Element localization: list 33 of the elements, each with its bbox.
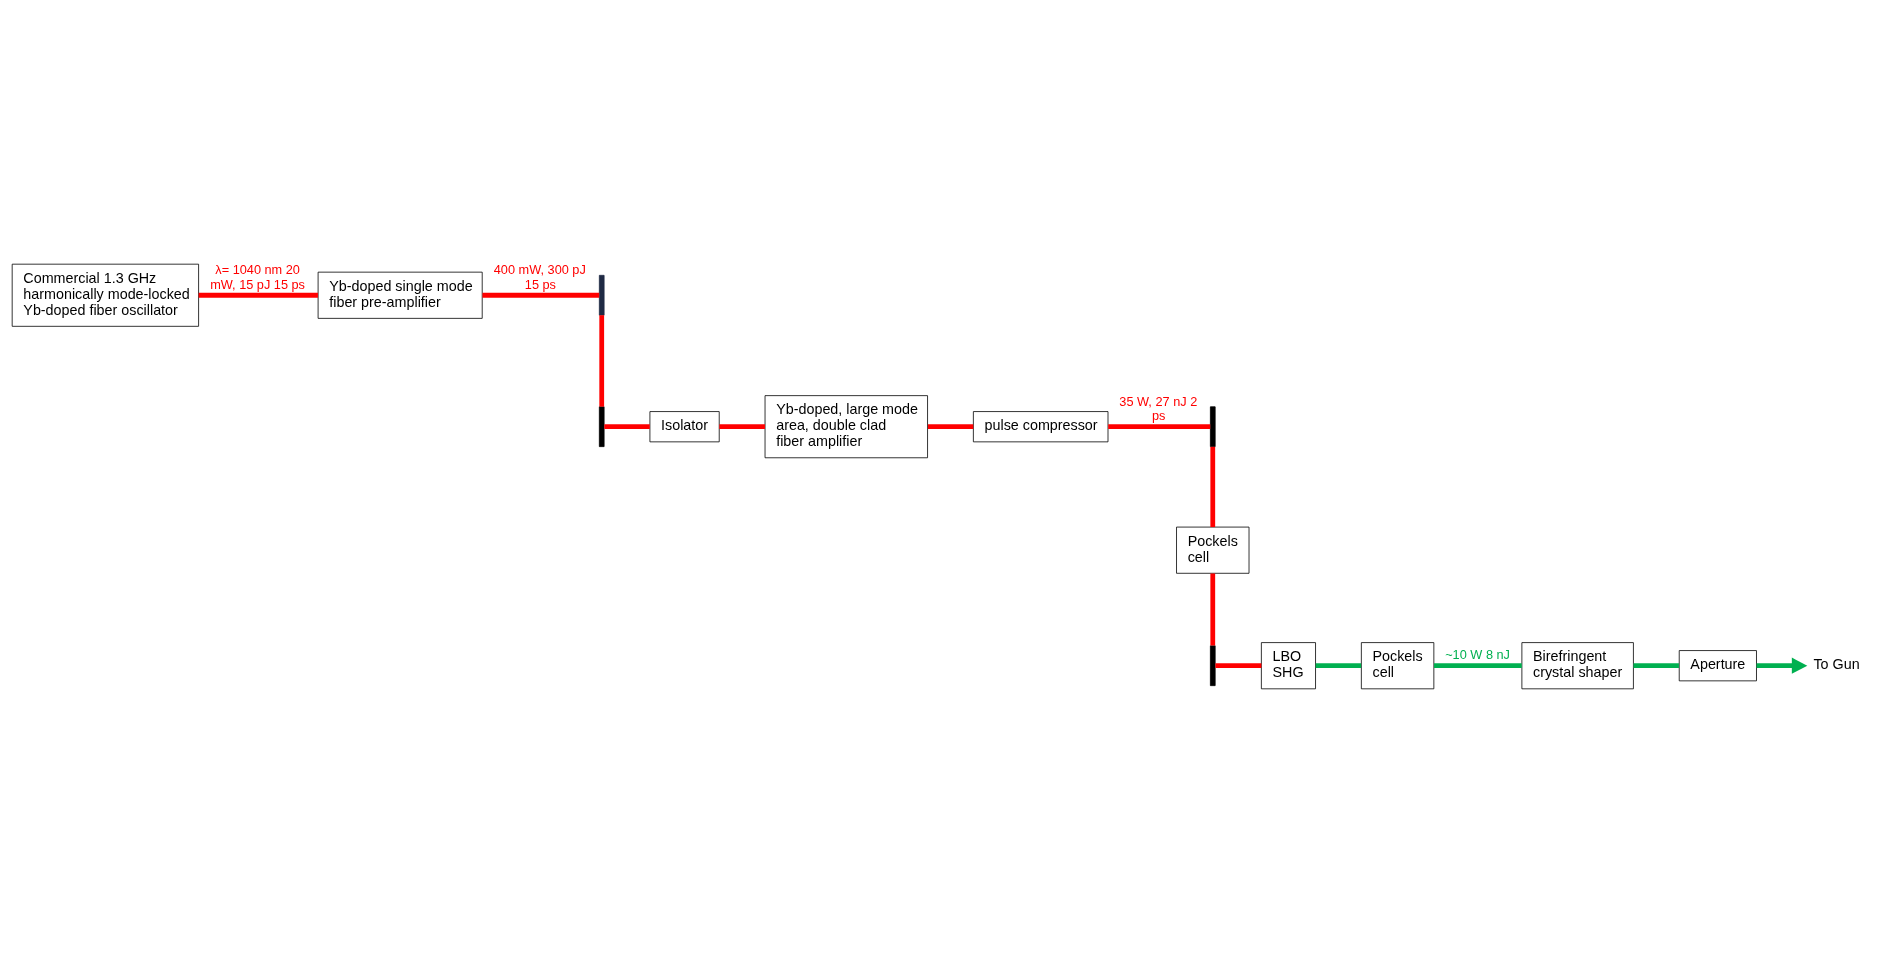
node-box: Aperture [1678,650,1757,682]
edge-label: λ= 1040 nm 20 mW, 15 pJ 15 ps [210,262,305,292]
node-box: pulse compressor [972,411,1109,443]
arrow [1756,657,1808,674]
connector [604,424,650,430]
connector [1434,663,1522,669]
node-bar [1210,406,1216,447]
node-bar [1210,645,1216,687]
node-box: Pockels cell [1176,526,1250,574]
node-box: Isolator [649,411,720,443]
node-text: To Gun [1813,656,1860,673]
connector [198,292,318,298]
connector [927,424,974,430]
node-box: LBO SHG [1260,642,1316,690]
connector [1315,663,1362,669]
node-box: Birefringent crystal shaper [1521,642,1634,690]
edge-label: 400 mW, 300 pJ 15 ps [493,262,586,292]
connector [1215,663,1262,669]
node-bar [598,274,605,316]
node-box: Pockels cell [1360,642,1435,690]
connector [482,292,600,298]
connector [1210,446,1216,528]
edge-label: 35 W, 27 nJ 2 ps [1119,393,1198,424]
node-box: Yb-doped single mode fiber pre-amplifier [317,271,483,319]
connector [719,424,765,430]
node-box: Commercial 1.3 GHz harmonically mode-locked Yb-doped fiber oscillator [11,263,199,327]
connector [599,315,605,407]
connector [1633,663,1679,669]
connector [1210,573,1216,646]
node-bar [598,406,605,447]
node-box: Yb-doped, large mode area, double clad fiber amplifier [764,395,928,459]
edge-label: ~10 W 8 nJ [1445,647,1510,663]
connector [1108,424,1211,430]
